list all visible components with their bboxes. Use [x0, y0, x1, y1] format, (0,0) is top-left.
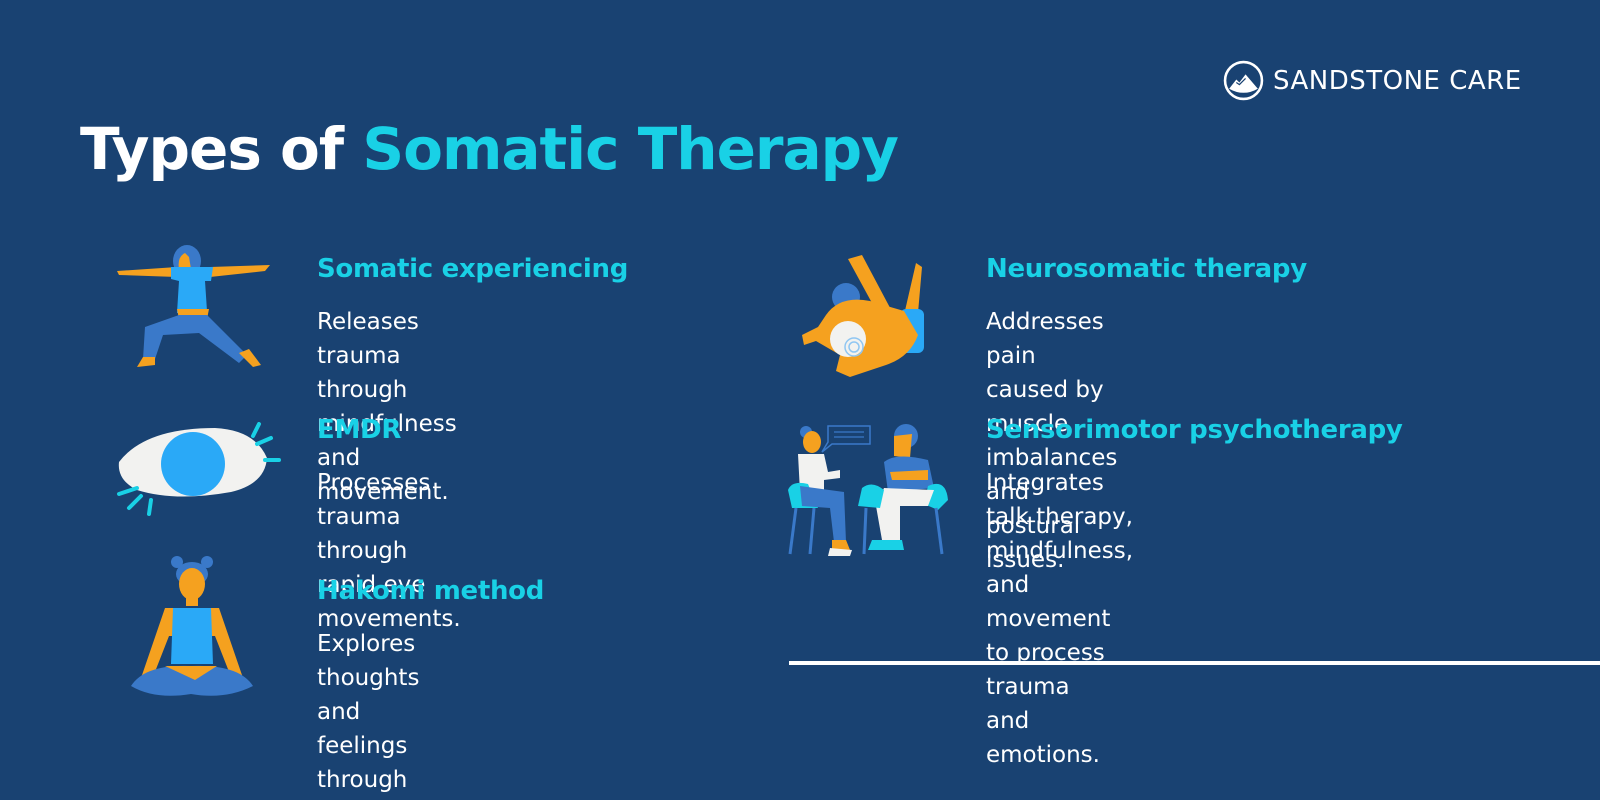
- therapy-description: Explores thoughts and feelings through b…: [317, 631, 420, 793]
- therapy-description: Processes trauma through rapid eye movem…: [317, 470, 461, 632]
- therapy-description: Addresses pain caused by muscle imbalanc…: [986, 309, 1118, 573]
- therapy-heading: EMDR: [317, 415, 402, 445]
- eye-icon: [117, 422, 281, 516]
- title-accent: Somatic Therapy: [362, 115, 899, 183]
- mountain-circle-icon: [1223, 60, 1264, 101]
- massage-therapy-icon: [802, 255, 924, 377]
- divider-line: [789, 661, 1600, 665]
- therapy-heading: Somatic experiencing: [317, 254, 629, 284]
- brand-logo: SANDSTONE CARE: [1223, 60, 1522, 101]
- meditation-figure-icon: [131, 556, 253, 696]
- therapy-heading: Neurosomatic therapy: [986, 254, 1307, 284]
- title-prefix: Types of: [80, 115, 344, 183]
- talk-therapy-session-icon: [788, 424, 948, 556]
- therapy-heading: Sensorimotor psychotherapy: [986, 415, 1403, 445]
- page-title: Types of Somatic Therapy: [80, 115, 899, 183]
- therapy-description: Integrates talk therapy, mindfulness, an…: [986, 470, 1134, 768]
- therapy-heading: Hakomi method: [317, 576, 545, 606]
- warrior-pose-figure-icon: [117, 245, 270, 367]
- brand-name: SANDSTONE CARE: [1273, 65, 1522, 96]
- therapy-description: Releases trauma through mindfulness and …: [317, 309, 457, 505]
